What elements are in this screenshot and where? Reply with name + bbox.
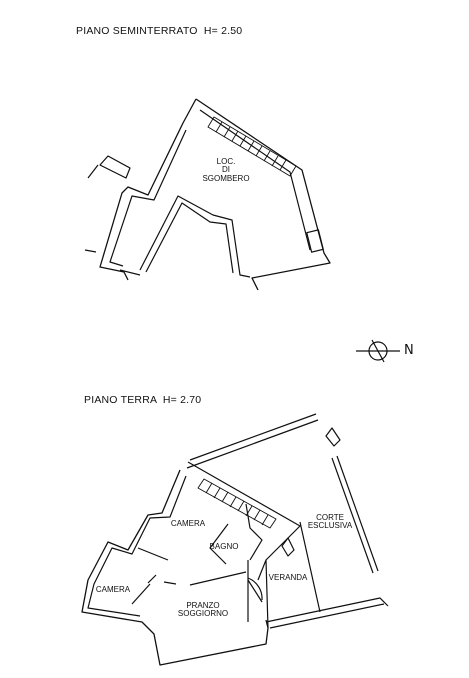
interior-walls xyxy=(131,523,249,622)
ground-plan xyxy=(81,413,389,666)
basement-plan xyxy=(84,98,331,291)
room-label-bagno: BAGNO xyxy=(209,542,239,551)
basement-outer-wall xyxy=(99,98,331,291)
basement-interior-wall xyxy=(139,195,251,278)
veranda-wall xyxy=(257,521,321,613)
basement-inner-wall xyxy=(109,109,311,267)
basement-stair xyxy=(207,116,297,177)
house-top-wall xyxy=(187,461,301,629)
veranda-fixture xyxy=(281,537,295,557)
door-swing xyxy=(247,577,263,603)
room-label-camera-left: CAMERA xyxy=(95,585,131,594)
north-arrow-icon xyxy=(356,339,400,363)
house-inner-wall xyxy=(87,475,187,617)
room-label-loc-sgombero: LOC. DI SGOMBERO xyxy=(202,157,250,183)
room-label-veranda: VERANDA xyxy=(268,573,308,582)
courtyard-planter xyxy=(325,427,341,447)
courtyard-right-edge xyxy=(331,455,379,574)
ground-stair xyxy=(197,478,277,529)
room-label-corte-esclusiva: CORTE ESCLUSIVA xyxy=(307,513,353,531)
basement-bottom-wall xyxy=(84,249,141,276)
basement-left-tab xyxy=(87,155,131,179)
house-outer-wall xyxy=(81,469,269,666)
courtyard-bottom xyxy=(265,597,389,629)
room-label-camera-upper: CAMERA xyxy=(170,519,206,528)
ground-title: PIANO TERRA H= 2.70 xyxy=(84,394,202,406)
basement-title: PIANO SEMINTERRATO H= 2.50 xyxy=(76,25,243,37)
room-label-pranzo-soggiorno: PRANZO SOGGIORNO xyxy=(177,601,229,619)
north-label: N xyxy=(404,343,414,358)
basement-right-box xyxy=(306,229,324,253)
courtyard-boundary xyxy=(186,413,319,469)
